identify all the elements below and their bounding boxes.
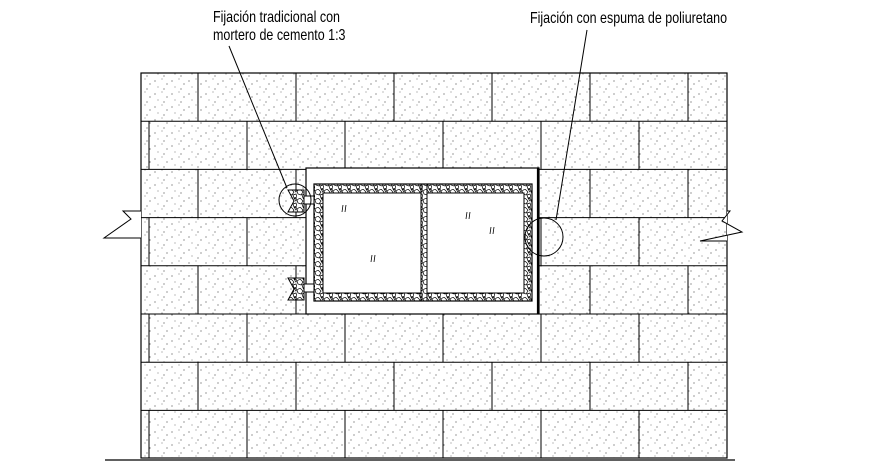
break-line-left [102, 210, 141, 239]
wall-outline [140, 72, 728, 459]
detail-circle-foam [524, 217, 564, 257]
mortar-anchor-bottom [287, 277, 315, 301]
mortar-anchor-top [287, 189, 315, 213]
label-traditional-fixing: Fijación tradicional con mortero de ceme… [213, 9, 346, 45]
leader-line-foam [555, 29, 588, 221]
break-line-right [699, 210, 744, 242]
glass-glints [341, 204, 495, 263]
leader-line-mortar [228, 45, 288, 189]
label-traditional-fixing-line1: Fijación tradicional con [213, 9, 340, 26]
label-foam-fixing: Fijación con espuma de poliuretano [530, 10, 728, 27]
window-frame [313, 183, 533, 302]
detail-circle-mortar [278, 183, 312, 217]
label-traditional-fixing-line2: mortero de cemento 1:3 [213, 27, 346, 44]
